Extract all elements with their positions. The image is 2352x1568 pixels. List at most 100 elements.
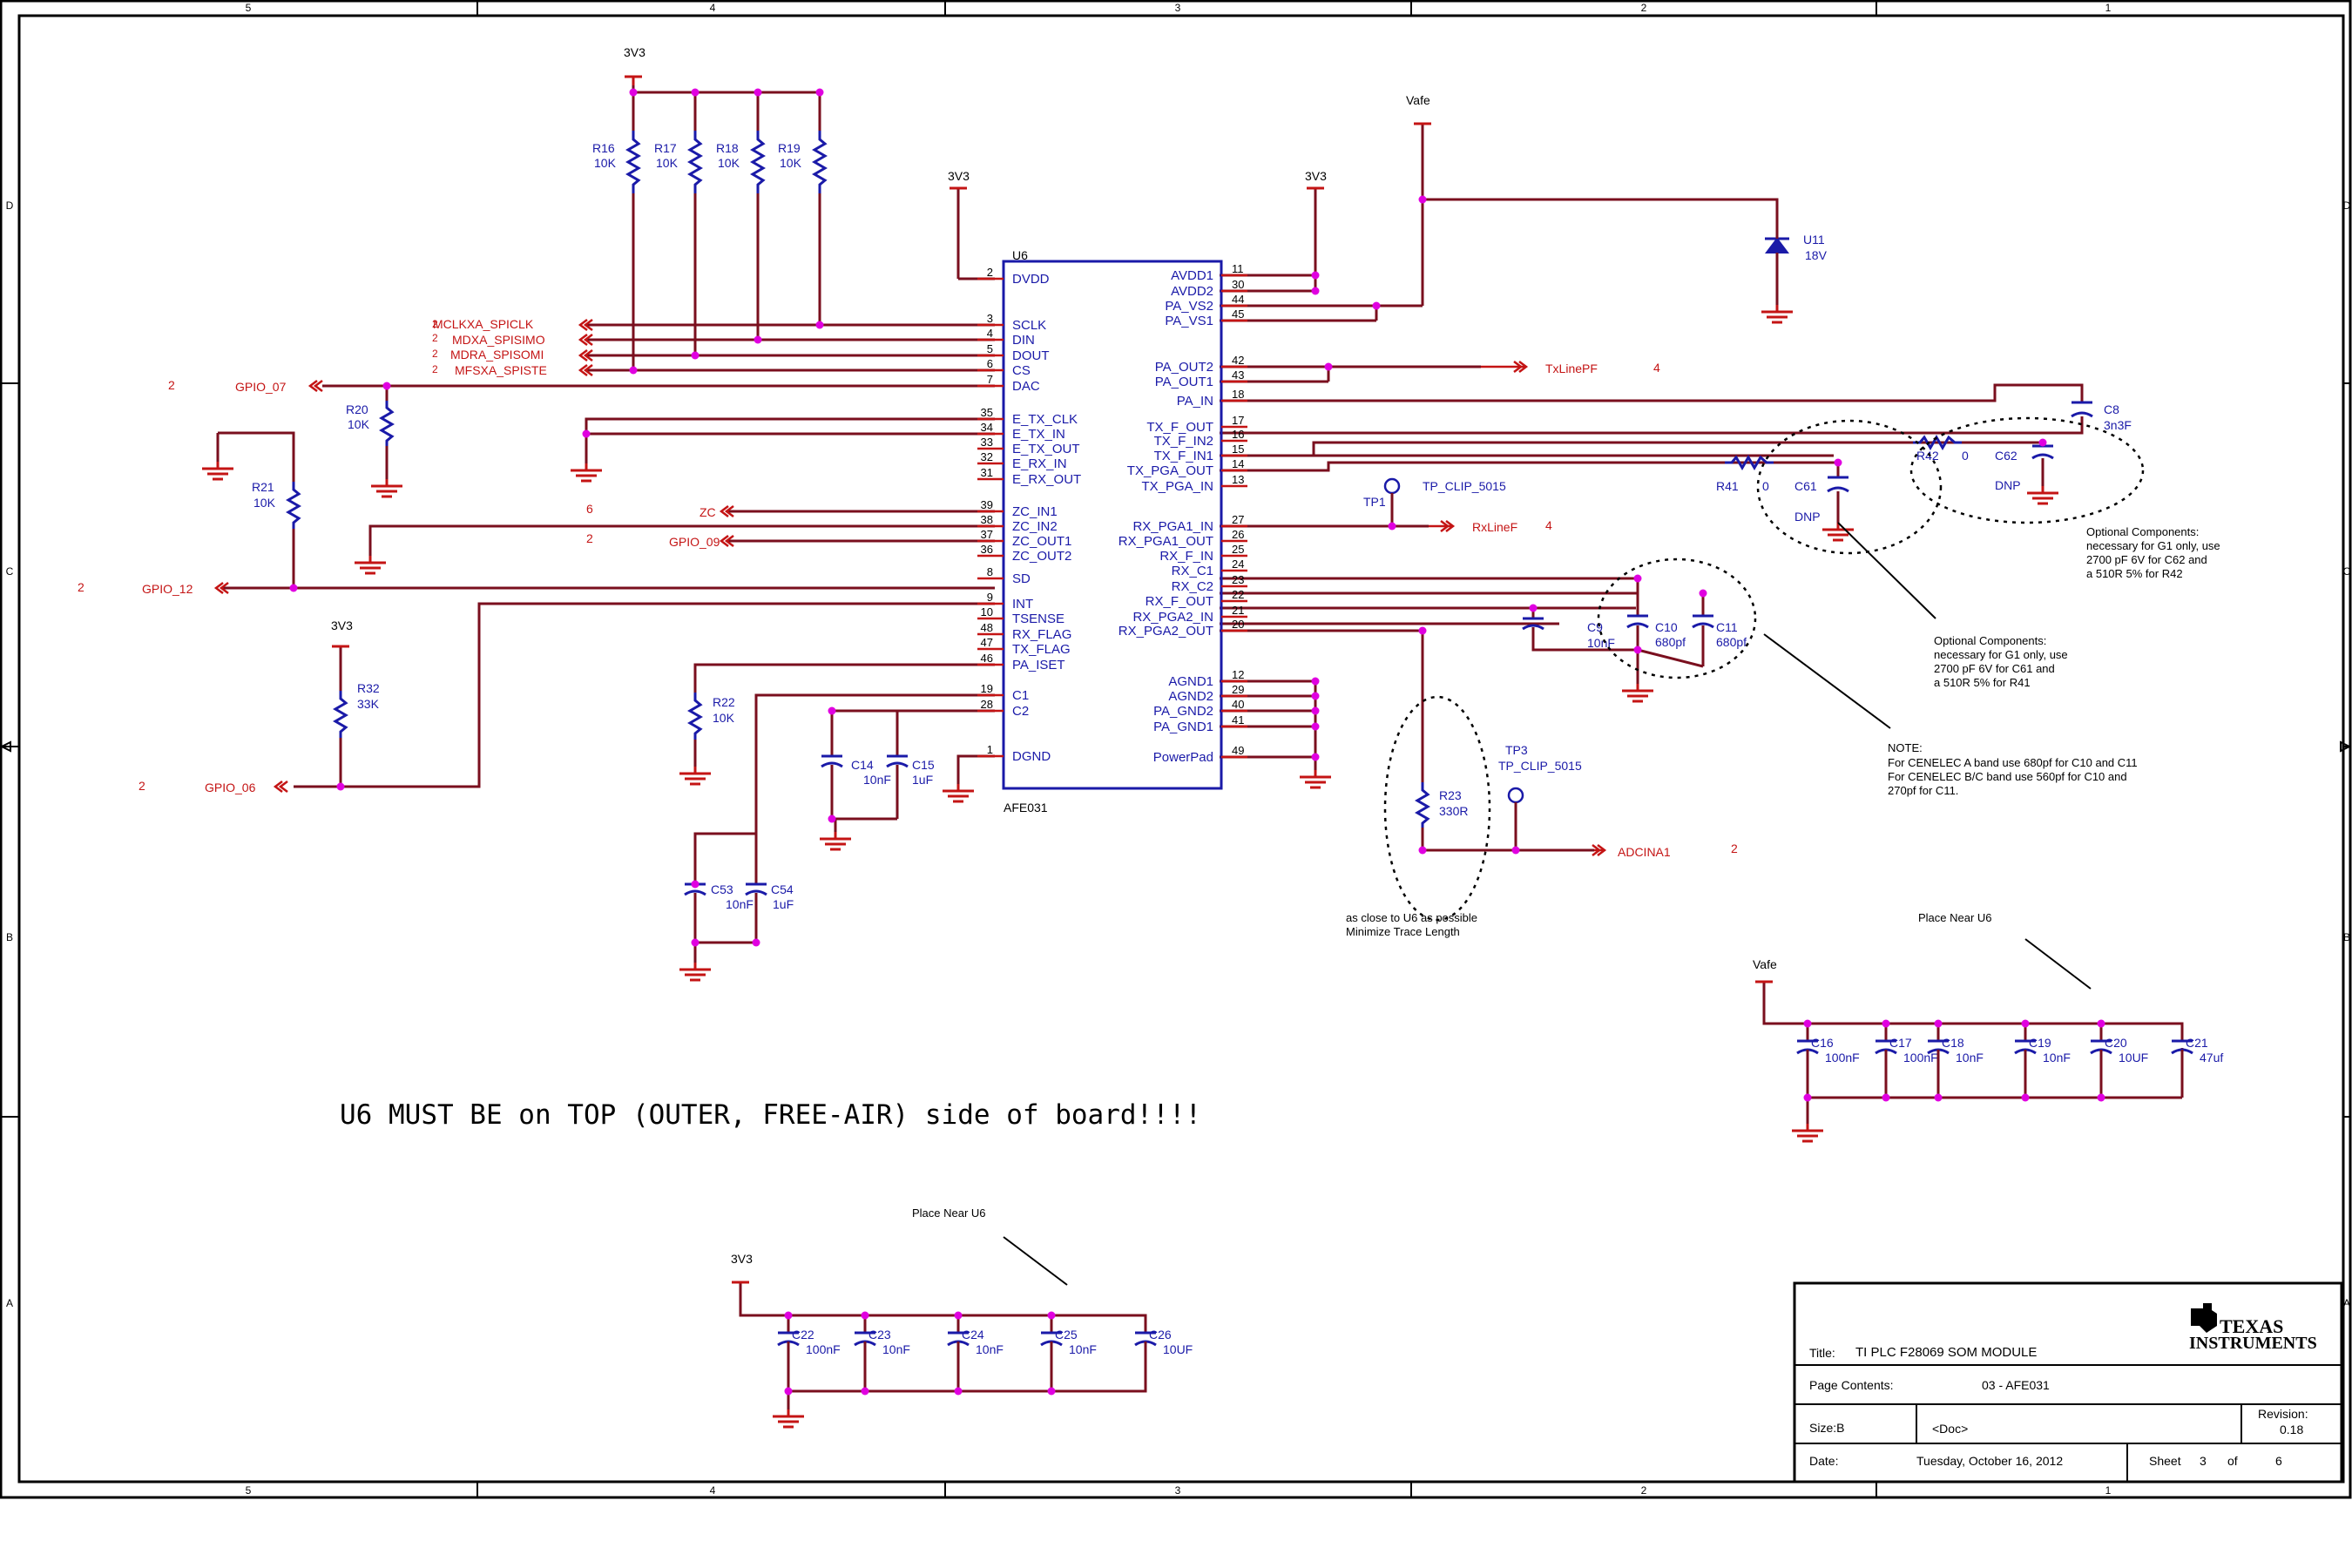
val-c61: DNP (1794, 510, 1821, 524)
junction-dot (2021, 1093, 2030, 1102)
place-near-note: Place Near U6 (1918, 911, 1992, 924)
val-r22: 10K (713, 711, 735, 725)
junction-dot (1311, 287, 1320, 295)
ground-icon (1822, 523, 1854, 542)
sheet-ref: 2 (586, 531, 593, 545)
note-line: a 510R 5% for R41 (1934, 676, 2031, 689)
junction-dot (1934, 1093, 1943, 1102)
junction-dot (954, 1311, 963, 1320)
junction-dot (1418, 195, 1427, 204)
pin-name: DVDD (1012, 272, 1050, 287)
pin-number: 43 (1232, 368, 1244, 382)
col-label-top: 1 (2105, 2, 2112, 14)
junction-dot (861, 1387, 869, 1396)
pin-number: 22 (1232, 588, 1244, 601)
ground-icon (371, 479, 402, 498)
row-label-right: D (2343, 199, 2351, 212)
ic-pin-right: 45 PA_VS1 (1165, 308, 1247, 328)
junction-dot (289, 584, 298, 592)
title-block: Title: TI PLC F28069 SOM MODULE Page Con… (1793, 1281, 2343, 1484)
junction-dot (1311, 677, 1320, 686)
pin-name: SD (1012, 571, 1031, 586)
pin-number: 10 (981, 605, 993, 618)
junction-dot (1311, 271, 1320, 280)
of-label: of (2227, 1454, 2238, 1468)
capacitor-c11 (1692, 614, 1714, 629)
val-r20: 10K (348, 417, 370, 431)
val-c11: 680pf (1716, 635, 1747, 649)
pin-name: CS (1012, 363, 1031, 378)
pin-name: TX_PGA_OUT (1127, 463, 1213, 478)
sheet-ref: 2 (139, 779, 145, 793)
ref-c53: C53 (711, 882, 733, 896)
junction-dot (1834, 458, 1842, 467)
junction-dot (1418, 846, 1427, 855)
val-r23: 330R (1439, 804, 1468, 818)
cap-val: 10nF (882, 1342, 910, 1356)
pin-number: 45 (1232, 308, 1244, 321)
pin-number: 12 (1232, 668, 1244, 681)
off-page-connectors (213, 319, 1607, 856)
pin-number: 14 (1232, 457, 1244, 470)
component-labels: R16 10K R17 10K R18 10K R19 10K R20 10K … (252, 141, 2132, 911)
cap-val: 10nF (976, 1342, 1004, 1356)
note-line: Optional Components: (1934, 634, 2046, 647)
junction-dot (754, 88, 762, 97)
junction-dot (1529, 604, 1538, 612)
ground-icon (2027, 486, 2058, 505)
net-label-spiste: MFSXA_SPISTE (455, 363, 547, 377)
ref-c11: C11 (1716, 620, 1738, 634)
net-label-gpio06: GPIO_06 (205, 781, 256, 794)
ground-symbols (202, 305, 2058, 1429)
row-label-left: C (6, 565, 14, 578)
pin-number: 28 (981, 698, 993, 711)
pin-name: PA_OUT2 (1155, 360, 1213, 375)
pin-name: PA_VS2 (1165, 299, 1213, 314)
junction-dot (1388, 522, 1396, 531)
border-column-labels: 5 4 3 2 1 5 4 3 2 1 D C B A D C B A (6, 2, 2351, 1497)
cap-ref: C23 (868, 1328, 891, 1342)
resistors (286, 131, 2043, 828)
pin-number: 5 (987, 342, 993, 355)
ground-icon (773, 1409, 804, 1429)
pin-name: RX_F_IN (1159, 549, 1213, 564)
pin-number: 17 (1232, 414, 1244, 427)
sheet-ref: 2 (168, 378, 175, 392)
pin-number: 20 (1232, 618, 1244, 631)
sheet-ref: 4 (1545, 518, 1552, 532)
pin-number: 41 (1232, 713, 1244, 727)
pin-name: PA_OUT1 (1155, 375, 1213, 389)
pin-name: E_TX_IN (1012, 427, 1065, 442)
ref-r23: R23 (1439, 788, 1462, 802)
ground-icon (202, 462, 233, 481)
ground-icon (820, 832, 851, 851)
pin-name: PA_VS1 (1165, 314, 1213, 328)
pin-name: RX_C2 (1172, 579, 1213, 594)
note-line: For CENELEC A band use 680pf for C10 and… (1888, 756, 2138, 769)
junction-dot (828, 706, 836, 715)
junction-dot (1633, 574, 1642, 583)
junction-dot (1803, 1019, 1812, 1028)
ref-c61: C61 (1794, 479, 1817, 493)
pin-name: INT (1012, 597, 1033, 612)
net-3v3-label: 3V3 (731, 1252, 753, 1266)
capacitor-c62 (2031, 444, 2054, 460)
junction-dot (1633, 645, 1642, 654)
note-line: necessary for G1 only, use (1934, 648, 2068, 661)
pin-number: 19 (981, 682, 993, 695)
net-label-txlinepf: TxLinePF (1545, 362, 1598, 375)
junction-dot (1324, 362, 1333, 371)
